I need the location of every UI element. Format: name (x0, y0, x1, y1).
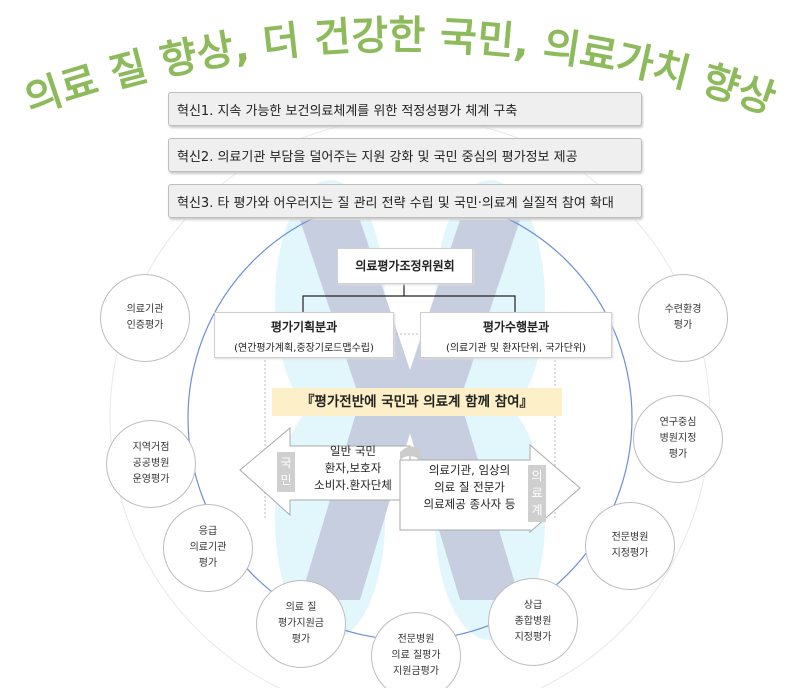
circle-label-line: 공공병원 (132, 458, 170, 469)
circle-label-line: 평가 (198, 558, 218, 569)
innovation-1: 혁신1. 지속 가능한 보건의료체계를 위한 적정성평가 체계 구축 (168, 92, 642, 126)
circle-label-line: 의료기관 (126, 304, 164, 315)
circle-label-line: 전문병원 (611, 532, 649, 543)
public-list: 일반 국민 환자,보호자 소비자.환자단체 (298, 443, 408, 494)
public-line: 일반 국민 (330, 444, 376, 458)
tag-char: 국 (280, 456, 292, 470)
circle-label-line: 수련환경 (664, 304, 702, 315)
participation-banner: 『평가전반에 국민과 의료계 함께 참여』 (272, 388, 562, 416)
public-line: 소비자.환자단체 (314, 478, 392, 492)
tag-char: 료 (531, 486, 543, 500)
tag-char: 의 (531, 469, 543, 483)
circle-label-line: 전문병원 (397, 634, 435, 645)
circle-label-line: 의료 질평가 (391, 650, 441, 661)
circle-label-line: 인증평가 (126, 320, 164, 331)
tag-char: 계 (531, 503, 543, 517)
circle-label-line: 응급 (198, 526, 218, 537)
circle-label-line: 병원지정 (659, 433, 697, 444)
tag-char: 민 (280, 473, 292, 487)
subcommittee-name: 평가기획분과 (270, 320, 338, 334)
circle-label-line: 의료기관 (189, 542, 227, 553)
circle-label-line: 평가지원금 (278, 618, 324, 629)
innovation-3: 혁신3. 타 평가와 어우러지는 질 관리 전략 수립 및 국민·의료계 실질적… (168, 184, 642, 218)
circle-label-line: 종합병원 (514, 616, 552, 627)
medical-list: 의료기관, 임상의 의료 질 전문가 의료제공 종사자 등 (412, 462, 527, 513)
committee-box: 의료평가조정위원회 (337, 248, 473, 284)
public-line: 환자,보호자 (324, 461, 382, 475)
circle-label-line: 운영평가 (132, 474, 170, 485)
circle-label-line: 지정평가 (611, 548, 649, 559)
circle-label-line: 지역거점 (132, 442, 170, 453)
execution-subcommittee: 평가수행분과 (의료기관 및 환자단위, 국가단위) (420, 312, 612, 358)
circle-label-line: 지정평가 (514, 632, 552, 643)
medical-line: 의료 질 전문가 (434, 480, 505, 494)
subcommittee-desc: (의료기관 및 환자단위, 국가단위) (445, 343, 587, 354)
medical-line: 의료제공 종사자 등 (423, 497, 516, 511)
medical-line: 의료기관, 임상의 (428, 463, 511, 477)
circle-label-line: 지원금평가 (393, 666, 439, 677)
circle-label-line: 연구중심 (659, 417, 697, 428)
scroll-curl (400, 446, 420, 460)
subcommittee-name: 평가수행분과 (482, 320, 550, 334)
subcommittee-desc: (연간평가계획,중장기로드맵수립) (234, 343, 374, 354)
circle-label-line: 평가 (673, 320, 693, 331)
org-connector (302, 282, 516, 312)
innovation-2: 혁신2. 의료기관 부담을 덜어주는 지원 강화 및 국민 중심의 평가정보 제… (168, 138, 642, 172)
circle-label-line: 평가 (291, 634, 311, 645)
circle-label-line: 의료 질 (285, 602, 317, 613)
planning-subcommittee: 평가기획분과 (연간평가계획,중장기로드맵수립) (214, 312, 394, 358)
circle-label-line: 평가 (668, 449, 688, 460)
circle-label-line: 상급 (523, 600, 543, 611)
